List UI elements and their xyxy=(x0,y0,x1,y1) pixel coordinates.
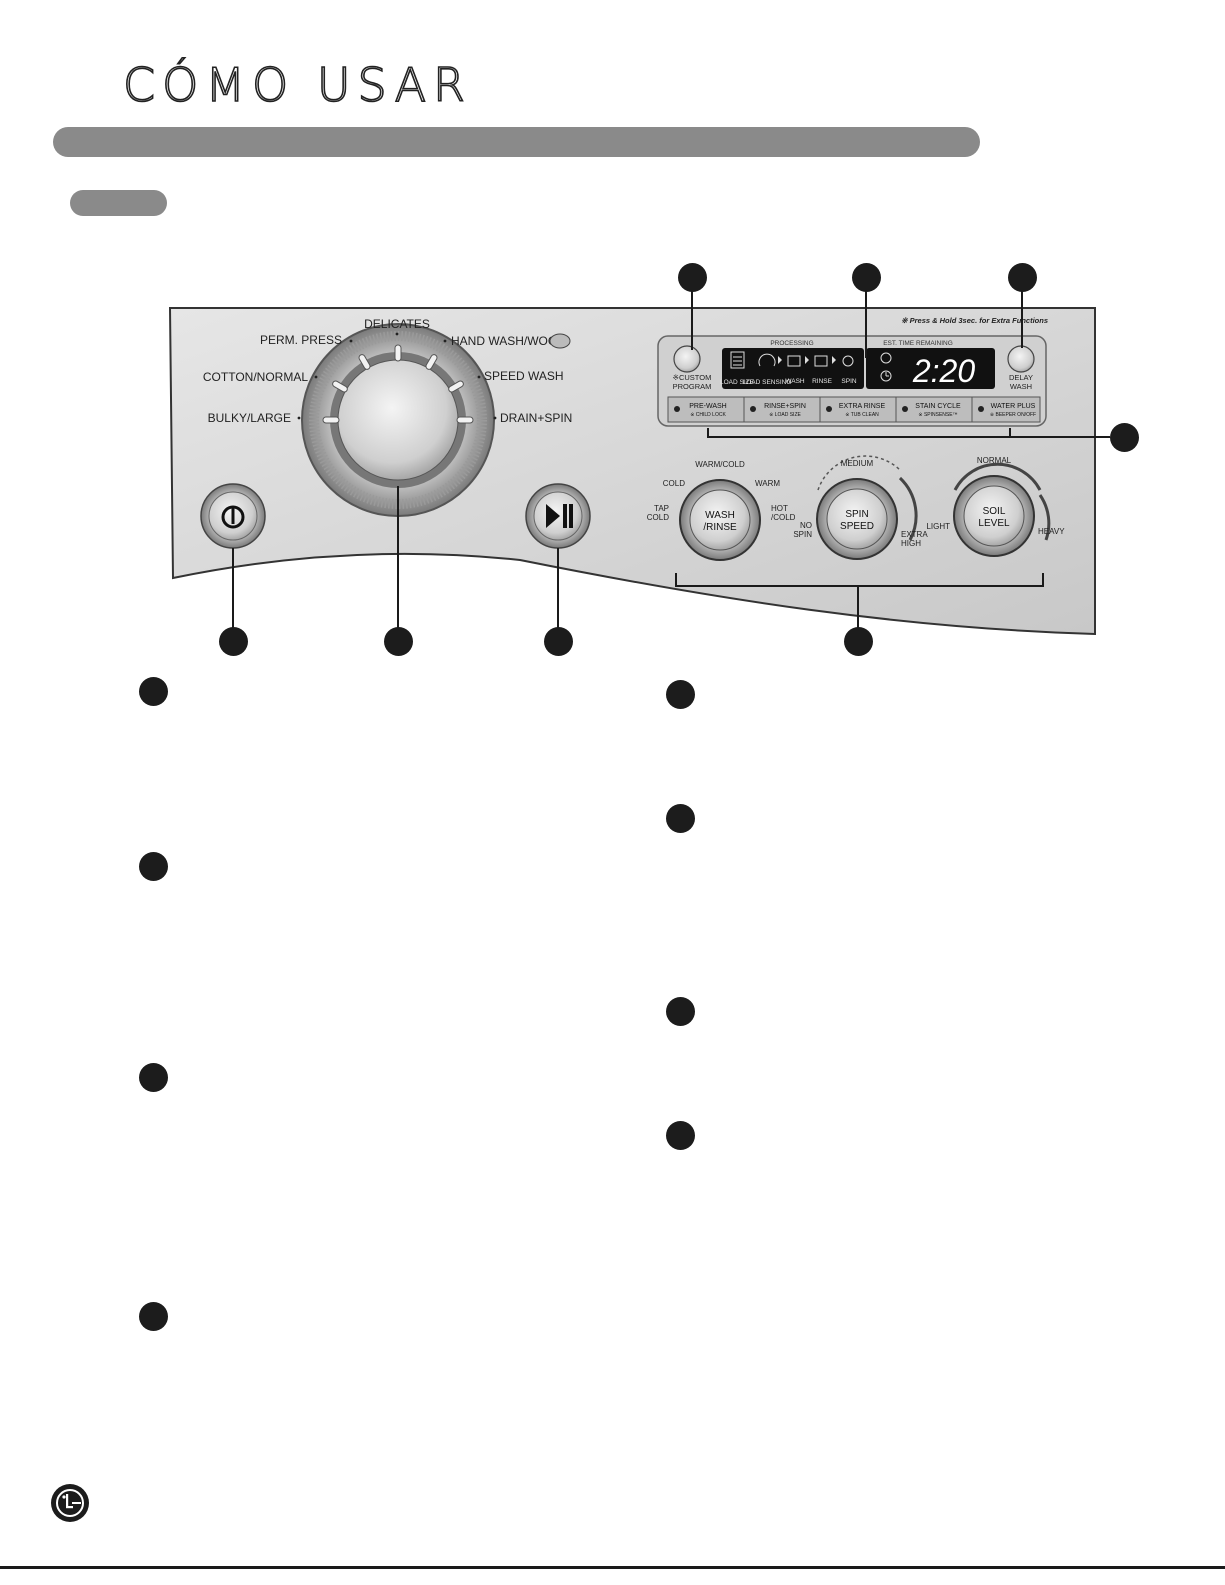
cycle-delicates: DELICATES xyxy=(364,317,430,331)
setting-no: NO xyxy=(800,521,812,530)
delay-wash-button[interactable] xyxy=(1007,345,1035,373)
option-rinse-spin[interactable]: RINSE+SPIN ※ LOAD SIZE xyxy=(750,403,806,418)
stage-load-sensing: LOAD SENSING xyxy=(743,379,792,386)
cycle-perm-press: PERM. PRESS xyxy=(260,333,342,347)
setting-normal: NORMAL xyxy=(977,456,1012,465)
stage-spin: SPIN xyxy=(841,378,856,385)
power-icon xyxy=(221,505,245,529)
lock-icon xyxy=(880,352,892,364)
svg-text:※ SPINSENSE™: ※ SPINSENSE™ xyxy=(918,412,957,418)
setting-cold: COLD xyxy=(663,479,685,488)
panel-note: ※ Press & Hold 3sec. for Extra Functions xyxy=(901,316,1048,325)
time-screen xyxy=(866,348,995,389)
setting-heavy: HEAVY xyxy=(1038,527,1065,536)
setting-tap: TAP xyxy=(654,504,669,513)
svg-text:※ CHILD LOCK: ※ CHILD LOCK xyxy=(690,412,726,418)
cycle-bulky-large: BULKY/LARGE xyxy=(208,411,291,425)
svg-text:RINSE+SPIN: RINSE+SPIN xyxy=(764,403,806,410)
section-bullet xyxy=(666,680,695,709)
setting-medium: MEDIUM xyxy=(841,459,874,468)
wash-icon xyxy=(787,355,801,367)
soil-level-knob[interactable] xyxy=(953,462,1051,557)
delay-wash-label-2: WASH xyxy=(1010,382,1032,391)
section-bullet xyxy=(139,1063,168,1092)
svg-text:PRE-WASH: PRE-WASH xyxy=(689,403,726,410)
callout-bullet xyxy=(384,627,413,656)
lg-logo-icon xyxy=(51,1484,89,1522)
option-stain-cycle[interactable]: STAIN CYCLE ※ SPINSENSE™ xyxy=(902,403,961,418)
callout-bullet xyxy=(219,627,248,656)
footer-rule xyxy=(0,1566,1225,1569)
option-extra-rinse[interactable]: EXTRA RINSE ※ TUB CLEAN xyxy=(826,403,885,418)
soil-level-label-1: SOIL xyxy=(983,506,1006,517)
wash-rinse-knob[interactable] xyxy=(679,479,761,561)
option-buttons xyxy=(667,396,1041,423)
section-bullet xyxy=(666,1121,695,1150)
setting-warm: WARM xyxy=(755,479,780,488)
wool-icon xyxy=(549,333,571,349)
section-bullet xyxy=(666,997,695,1026)
page-title: CÓMO USAR xyxy=(122,58,472,112)
cycle-hand-wash: HAND WASH/WOOL xyxy=(451,334,564,348)
est-time-label: EST. TIME REMAINING xyxy=(883,340,953,347)
sensing-icon xyxy=(758,353,776,367)
svg-text:WATER PLUS: WATER PLUS xyxy=(991,403,1036,410)
section-bullet xyxy=(139,1302,168,1331)
setting-warm-cold: WARM/COLD xyxy=(695,460,745,469)
svg-text:STAIN CYCLE: STAIN CYCLE xyxy=(915,403,961,410)
cycle-dial[interactable] xyxy=(301,323,495,517)
option-water-plus[interactable]: WATER PLUS ※ BEEPER ON/OFF xyxy=(978,403,1036,418)
title-bar xyxy=(53,127,980,157)
custom-program-label-2: PROGRAM xyxy=(673,382,712,391)
spin-speed-label-2: SPEED xyxy=(840,521,874,532)
callout-lines xyxy=(232,290,1110,628)
stage-rinse: RINSE xyxy=(812,378,833,385)
callout-bullet xyxy=(844,627,873,656)
callout-bullet xyxy=(852,263,881,292)
delay-wash-label-1: DELAY xyxy=(1009,373,1033,382)
section-bullet xyxy=(139,677,168,706)
spin-icon xyxy=(842,355,854,367)
callout-bullet xyxy=(1008,263,1037,292)
cycle-speed-wash: SPEED WASH xyxy=(484,369,564,383)
cycle-drain-spin: DRAIN+SPIN xyxy=(500,411,572,425)
setting-hot: HOT xyxy=(771,504,788,513)
spin-speed-knob[interactable] xyxy=(816,455,918,560)
custom-program-button[interactable] xyxy=(673,345,701,373)
wash-rinse-label-2: /RINSE xyxy=(703,522,737,533)
callout-bullet xyxy=(544,627,573,656)
setting-light: LIGHT xyxy=(926,522,950,531)
rinse-icon xyxy=(814,355,828,367)
stage-load-size: LOAD SIZE xyxy=(720,379,755,386)
setting-extra-high: HIGH xyxy=(901,539,921,548)
section-pill xyxy=(70,190,167,216)
spin-speed-label-1: SPIN xyxy=(845,509,868,520)
callout-bullet xyxy=(678,263,707,292)
clock-icon xyxy=(880,370,892,382)
setting-extra: EXTRA xyxy=(901,530,928,539)
callout-bullet xyxy=(1110,423,1139,452)
display-screen xyxy=(722,348,864,389)
section-bullet xyxy=(139,852,168,881)
processing-label: PROCESSING xyxy=(770,340,813,347)
custom-program-label-1: ※CUSTOM xyxy=(673,373,712,382)
cycle-cotton-normal: COTTON/NORMAL xyxy=(203,370,308,384)
setting-no-spin: SPIN xyxy=(793,530,812,539)
svg-text:※ BEEPER ON/OFF: ※ BEEPER ON/OFF xyxy=(990,412,1036,418)
wash-rinse-label-1: WASH xyxy=(705,510,735,521)
setting-tap-cold: COLD xyxy=(647,513,669,522)
stage-wash: WASH xyxy=(785,378,805,385)
remaining-time: 2:20 xyxy=(912,353,975,389)
load-size-icon xyxy=(730,351,745,369)
play-pause-icon xyxy=(546,504,573,528)
svg-text:※ LOAD SIZE: ※ LOAD SIZE xyxy=(769,412,801,418)
svg-text:※ TUB CLEAN: ※ TUB CLEAN xyxy=(845,412,879,418)
soil-level-label-2: LEVEL xyxy=(978,518,1010,529)
option-pre-wash[interactable]: PRE-WASH ※ CHILD LOCK xyxy=(674,403,727,418)
setting-hot-cold: /COLD xyxy=(771,513,796,522)
svg-text:EXTRA RINSE: EXTRA RINSE xyxy=(839,403,886,410)
section-bullet xyxy=(666,804,695,833)
